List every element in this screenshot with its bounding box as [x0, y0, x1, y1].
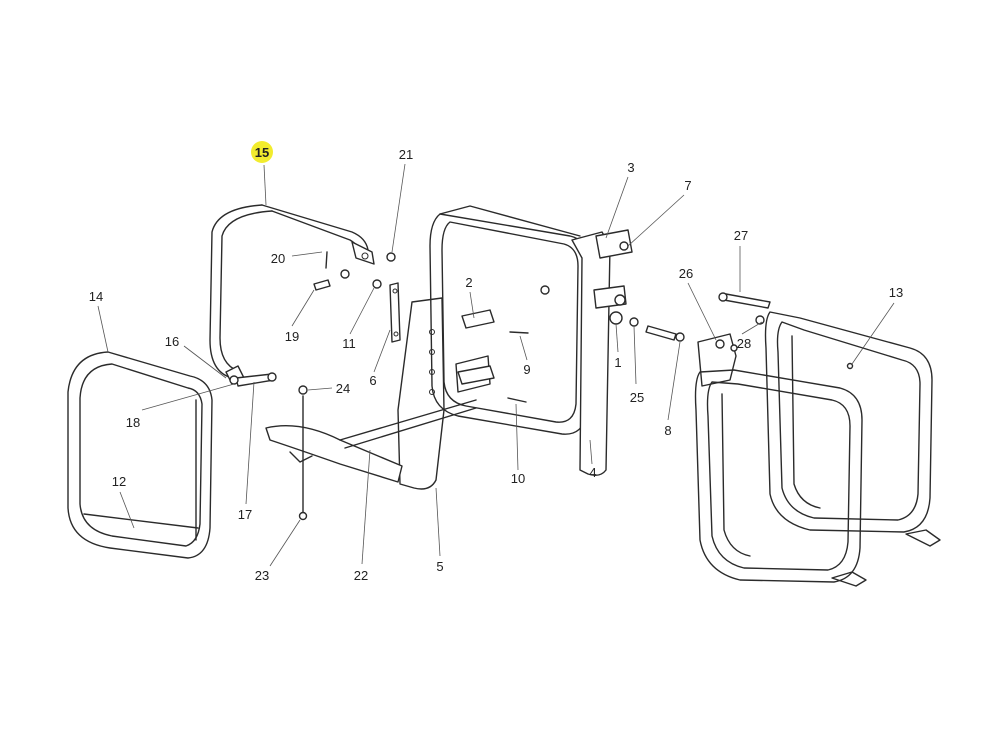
callout-label-1: 1 — [614, 355, 621, 370]
callout-label-12: 12 — [112, 474, 126, 489]
leader-lines — [97, 163, 895, 567]
callout-label-13: 13 — [889, 285, 903, 300]
part-19-20-small-fasteners — [313, 251, 396, 291]
part-27-bolt — [718, 292, 771, 309]
part-4-backrest-shell — [429, 205, 589, 435]
callout-label-18: 18 — [126, 415, 140, 430]
part-6-link-plate — [372, 279, 401, 343]
callout-label-24: 24 — [336, 381, 350, 396]
callout-7[interactable]: 7 — [684, 178, 691, 193]
callout-label-17: 17 — [238, 507, 252, 522]
callout-label-10: 10 — [511, 471, 525, 486]
callout-26[interactable]: 26 — [679, 266, 693, 281]
callout-8[interactable]: 8 — [664, 423, 671, 438]
callout-12[interactable]: 12 — [112, 474, 126, 489]
part-26-28-front-hinge — [697, 315, 765, 387]
part-13-rear-shell-right — [764, 311, 941, 587]
callout-label-6: 6 — [369, 373, 376, 388]
callout-label-4: 4 — [589, 465, 596, 480]
part-8-bolt — [645, 325, 685, 342]
callout-22[interactable]: 22 — [354, 568, 368, 583]
part-13-rear-shell-left — [694, 369, 863, 583]
part-5-22-base-bracket — [265, 297, 491, 521]
callout-28[interactable]: 28 — [737, 336, 751, 351]
callout-5[interactable]: 5 — [436, 559, 443, 574]
callout-18[interactable]: 18 — [126, 415, 140, 430]
callout-label-15: 15 — [255, 145, 269, 160]
callout-label-14: 14 — [89, 289, 103, 304]
callout-4[interactable]: 4 — [589, 465, 596, 480]
callout-13[interactable]: 13 — [889, 285, 903, 300]
callout-label-19: 19 — [285, 329, 299, 344]
callout-17[interactable]: 17 — [238, 507, 252, 522]
callout-label-8: 8 — [664, 423, 671, 438]
callout-2[interactable]: 2 — [465, 275, 472, 290]
callout-3[interactable]: 3 — [627, 160, 634, 175]
callout-label-3: 3 — [627, 160, 634, 175]
callout-label-26: 26 — [679, 266, 693, 281]
part-14-seat-cushion-ring — [67, 351, 213, 559]
callout-27[interactable]: 27 — [734, 228, 748, 243]
callout-9[interactable]: 9 — [523, 362, 530, 377]
part-15-backrest-frame — [209, 204, 375, 385]
callout-19[interactable]: 19 — [285, 329, 299, 344]
callout-16[interactable]: 16 — [165, 334, 179, 349]
callout-label-9: 9 — [523, 362, 530, 377]
callout-label-28: 28 — [737, 336, 751, 351]
part-3-hinge-assembly — [571, 229, 639, 477]
callout-20[interactable]: 20 — [271, 251, 285, 266]
callouts: 15 21 3 7 20 2 27 14 19 11 26 — [89, 141, 903, 583]
callout-label-21: 21 — [399, 147, 413, 162]
callout-23[interactable]: 23 — [255, 568, 269, 583]
callout-label-27: 27 — [734, 228, 748, 243]
callout-label-22: 22 — [354, 568, 368, 583]
callout-label-20: 20 — [271, 251, 285, 266]
callout-14[interactable]: 14 — [89, 289, 103, 304]
callout-label-7: 7 — [684, 178, 691, 193]
callout-label-11: 11 — [342, 336, 356, 351]
callout-15[interactable]: 15 — [251, 141, 273, 163]
callout-6[interactable]: 6 — [369, 373, 376, 388]
callout-label-16: 16 — [165, 334, 179, 349]
callout-21[interactable]: 21 — [399, 147, 413, 162]
callout-1[interactable]: 1 — [614, 355, 621, 370]
callout-24[interactable]: 24 — [336, 381, 350, 396]
callout-label-23: 23 — [255, 568, 269, 583]
highlight-marker — [251, 141, 273, 163]
callout-label-5: 5 — [436, 559, 443, 574]
callout-11[interactable]: 11 — [342, 336, 356, 351]
callout-25[interactable]: 25 — [630, 390, 644, 405]
callout-label-2: 2 — [465, 275, 472, 290]
callout-10[interactable]: 10 — [511, 471, 525, 486]
callout-label-25: 25 — [630, 390, 644, 405]
